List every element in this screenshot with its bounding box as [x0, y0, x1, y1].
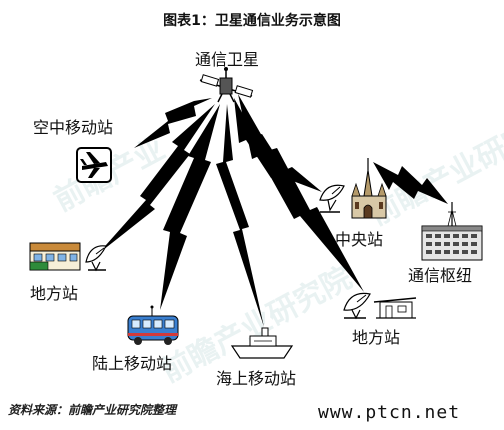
link-sea	[216, 104, 264, 327]
link-central-hub	[373, 162, 448, 204]
building-icon	[29, 242, 81, 271]
right-dish-icon	[343, 292, 371, 320]
label-land-mobile: 陆上移动站	[92, 354, 173, 373]
source-note: 资料来源：前瞻产业研究院整理	[8, 403, 177, 417]
label-sea-mobile: 海上移动站	[216, 369, 297, 388]
bus-icon	[127, 305, 179, 345]
satellite-icon	[199, 67, 254, 103]
church-icon	[351, 158, 387, 219]
label-air-mobile: 空中移动站	[33, 118, 114, 137]
label-hub: 通信枢纽	[408, 266, 473, 285]
link-local-left	[98, 104, 215, 254]
label-local-right: 地方站	[352, 328, 401, 347]
label-local-left: 地方站	[30, 284, 79, 303]
diagram-title: 图表1：卫星通信业务示意图	[163, 13, 341, 29]
station-icon	[373, 297, 417, 319]
site-url: www.ptcn.net	[318, 402, 461, 423]
link-land	[160, 104, 220, 310]
label-central: 中央站	[335, 230, 384, 249]
link-air	[134, 98, 212, 148]
antenna-tower-icon	[447, 202, 457, 227]
dish-icon	[85, 245, 107, 272]
ship-icon	[230, 327, 294, 359]
central-dish-icon	[319, 184, 345, 213]
hub-building-icon	[421, 225, 483, 261]
label-satellite: 通信卫星	[195, 50, 260, 69]
airplane-icon	[76, 147, 112, 183]
link-local-right	[238, 94, 364, 292]
